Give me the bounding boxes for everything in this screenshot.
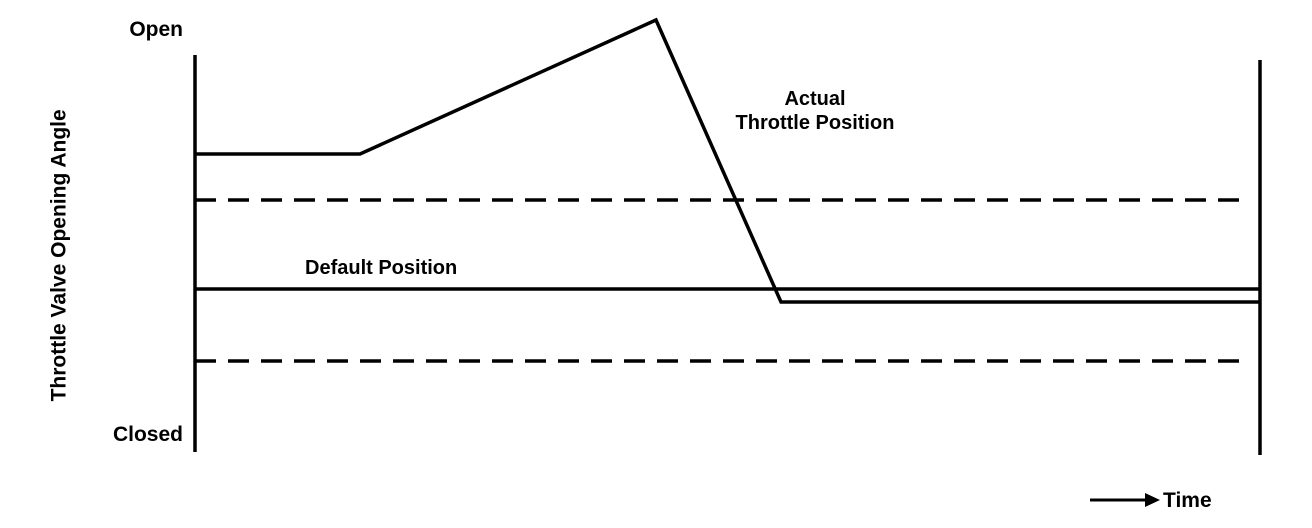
actual-throttle-label-line2: Throttle Position: [735, 111, 895, 134]
x-axis-title: Time: [1163, 489, 1212, 512]
default-position-label: Default Position: [305, 257, 458, 279]
actual-throttle-position-curve: [195, 17, 1260, 304]
y-axis-min-label: Closed: [112, 423, 183, 446]
y-axis-max-label: Open: [129, 18, 183, 41]
y-axis-title: Throttle Valve Opening Angle: [47, 109, 71, 402]
actual-throttle-label-line1: Actual: [784, 88, 846, 110]
time-arrow-head: [1145, 493, 1160, 507]
